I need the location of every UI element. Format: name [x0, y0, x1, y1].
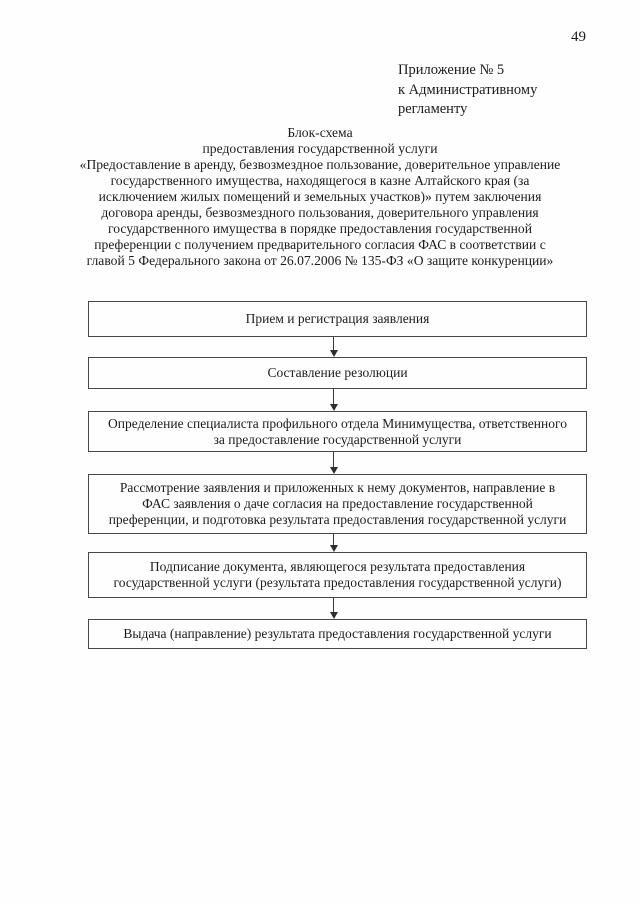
- flow-box-specialist-assignment: Определение специалиста профильного отде…: [88, 411, 587, 452]
- appendix-line: Приложение № 5: [398, 62, 505, 78]
- box-text-line: Составление резолюции: [267, 365, 408, 381]
- box-text-line: за предоставление государственной услуги: [213, 431, 462, 447]
- down-arrow-icon: [329, 452, 338, 474]
- flow-box-review: Рассмотрение заявления и приложенных к н…: [88, 474, 587, 534]
- title-line: исключением жилых помещений и земельных …: [98, 189, 542, 204]
- title-line: предоставления государственной услуги: [202, 141, 438, 156]
- down-arrow-icon: [329, 598, 338, 619]
- arrow-shaft: [333, 598, 334, 615]
- arrow-shaft: [333, 534, 334, 548]
- arrow-head-icon: [329, 350, 338, 357]
- down-arrow-icon: [329, 337, 338, 357]
- title-line: преференции с получением предварительног…: [94, 237, 546, 252]
- flow-box-signing: Подписание документа, являющегося резуль…: [88, 552, 587, 598]
- arrow-head-icon: [329, 545, 338, 552]
- title-line: государственного имущества в порядке пре…: [107, 221, 533, 236]
- down-arrow-icon: [329, 534, 338, 552]
- arrow-head-icon: [329, 404, 338, 411]
- arrow-shaft: [333, 389, 334, 407]
- down-arrow-icon: [329, 389, 338, 411]
- arrow-shaft: [333, 337, 334, 353]
- box-text-line: Рассмотрение заявления и приложенных к н…: [119, 480, 556, 496]
- flow-box-reception: Прием и регистрация заявления: [88, 301, 587, 337]
- box-text-line: Прием и регистрация заявления: [245, 311, 430, 327]
- arrow-shaft: [333, 452, 334, 470]
- page-number: 49: [571, 29, 586, 45]
- box-text-line: государственной услуги (результата предо…: [113, 575, 562, 590]
- appendix-note: Приложение № 5 к Административному регла…: [398, 61, 537, 120]
- box-text-line: Подписание документа, являющегося резуль…: [149, 559, 526, 575]
- flow-box-resolution: Составление резолюции: [88, 357, 587, 389]
- box-text-line: Выдача (направление) результата предоста…: [123, 626, 552, 642]
- appendix-line: к Административному: [398, 81, 538, 98]
- title-line: договора аренды, безвозмездного пользова…: [101, 205, 539, 220]
- appendix-line: регламенту: [398, 101, 468, 118]
- title-line: главой 5 Федерального закона от 26.07.20…: [86, 253, 554, 268]
- box-text-line: Определение специалиста профильного отде…: [108, 415, 567, 431]
- box-text-line: преференции, и подготовка результата пре…: [108, 511, 567, 527]
- flow-box-issuance: Выдача (направление) результата предоста…: [88, 619, 587, 649]
- title-line: Блок-схема: [287, 125, 353, 140]
- title-line: государственного имущества, находящегося…: [110, 173, 530, 188]
- title-line: «Предоставление в аренду, безвозмездное …: [79, 157, 561, 172]
- box-text-line: ФАС заявления о даче согласия на предост…: [142, 496, 533, 512]
- document-title: Блок-схема предоставления государственно…: [40, 125, 600, 269]
- arrow-head-icon: [329, 467, 338, 474]
- arrow-head-icon: [329, 612, 338, 619]
